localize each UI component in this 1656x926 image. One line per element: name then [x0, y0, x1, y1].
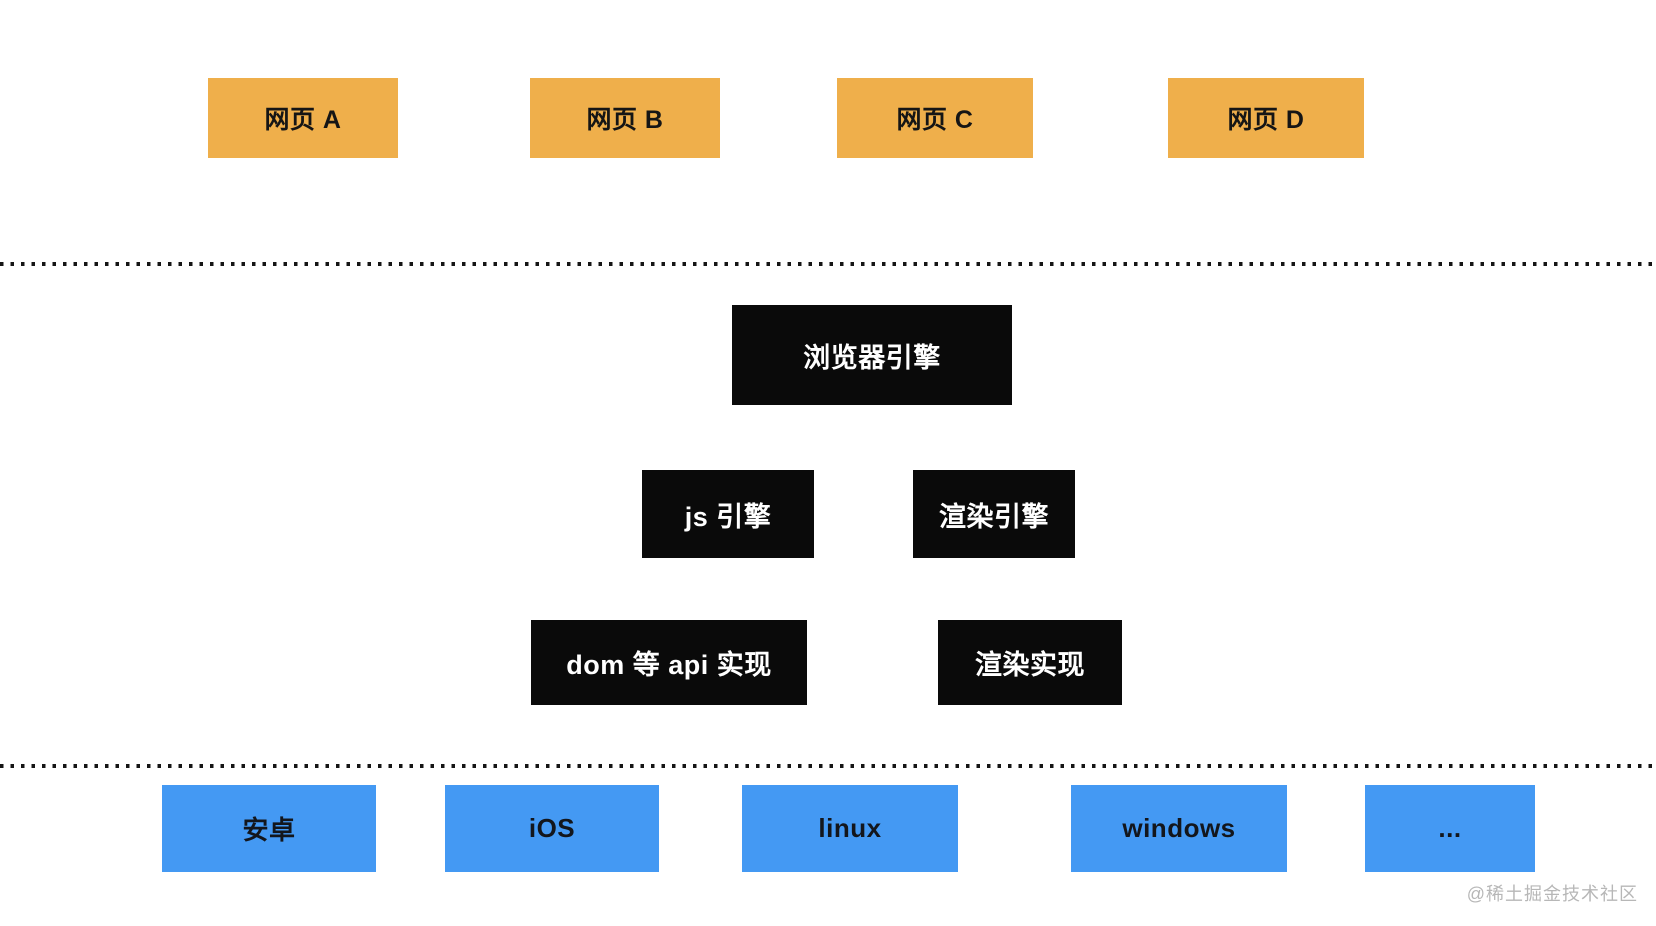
- web-page-d-box: 网页 D: [1168, 78, 1364, 158]
- web-page-c-label: 网页 C: [896, 106, 974, 134]
- platform-ios-box: iOS: [445, 785, 659, 872]
- platform-linux-box: linux: [742, 785, 958, 872]
- render-impl-box: 渲染实现: [938, 620, 1122, 705]
- platform-android-box: 安卓: [162, 785, 376, 872]
- watermark-text: @稀土掘金技术社区: [1466, 884, 1638, 904]
- web-page-c-box: 网页 C: [837, 78, 1033, 158]
- dom-api-box: dom 等 api 实现: [531, 620, 807, 705]
- platform-more-label: ...: [1438, 813, 1462, 843]
- browser-engine-label: 浏览器引擎: [803, 342, 941, 373]
- platform-ios-label: iOS: [528, 813, 576, 843]
- dotted-separator-top: [0, 262, 1656, 266]
- platform-windows-box: windows: [1071, 785, 1287, 872]
- browser-engine-box: 浏览器引擎: [732, 305, 1012, 405]
- dotted-separator-bottom: [0, 764, 1656, 768]
- platform-windows-label: windows: [1122, 813, 1236, 843]
- web-page-a-label: 网页 A: [264, 106, 342, 134]
- render-impl-label: 渲染实现: [975, 650, 1085, 680]
- render-engine-box: 渲染引擎: [913, 470, 1075, 558]
- js-engine-box: js 引擎: [642, 470, 814, 558]
- platform-linux-label: linux: [818, 813, 882, 843]
- platform-android-label: 安卓: [242, 815, 296, 845]
- web-page-b-label: 网页 B: [586, 106, 664, 134]
- render-engine-label: 渲染引擎: [939, 501, 1049, 532]
- web-page-b-box: 网页 B: [530, 78, 720, 158]
- web-page-a-box: 网页 A: [208, 78, 398, 158]
- dom-api-label: dom 等 api 实现: [566, 650, 772, 680]
- web-page-d-label: 网页 D: [1227, 106, 1305, 134]
- platform-more-box: ...: [1365, 785, 1535, 872]
- js-engine-label: js 引擎: [684, 501, 772, 532]
